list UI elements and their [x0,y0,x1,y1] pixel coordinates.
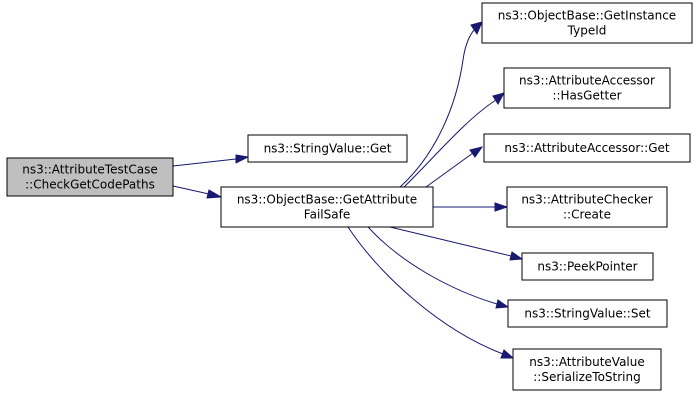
nodes-layer: ns3::AttributeTestCase::CheckGetCodePath… [6,2,693,391]
node-box [481,2,693,44]
node-box [503,67,671,109]
edge-get-attribute-fail-safe-to-serialize-to-string [347,226,515,359]
arrowhead [509,251,524,261]
node-label-line: TypeId [567,24,607,38]
arrowhead [206,189,223,199]
node-box [247,134,408,163]
node-label-line: ns3::ObjectBase::GetInstance [498,9,676,23]
arrowhead [500,349,515,359]
node-box [6,157,174,197]
node-serialize-to-string[interactable]: ns3::AttributeValue::SerializeToString [512,348,662,391]
node-box [521,252,654,281]
node-string-value-set[interactable]: ns3::StringValue::Set [507,299,668,328]
arrowhead [235,154,250,164]
node-label-line: ns3::AttributeTestCase [22,163,158,177]
node-label-line: ns3::AttributeValue [529,355,645,369]
node-label-line: ns3::PeekPointer [537,260,637,274]
node-label-line: ns3::ObjectBase::GetAttribute [237,193,417,207]
node-attribute-checker-create[interactable]: ns3::AttributeChecker::Create [506,186,668,228]
edges-layer [172,21,524,359]
edge-line [403,99,497,188]
node-peek-pointer[interactable]: ns3::PeekPointer [521,252,654,281]
edge-check-get-code-paths-to-get-attribute-fail-safe [172,185,223,199]
node-box [483,133,691,163]
arrowhead [495,299,510,309]
node-label-line: ::CheckGetCodePaths [25,178,155,192]
node-box [220,186,434,228]
node-label-line: ns3::StringValue::Get [264,142,392,156]
node-string-value-get[interactable]: ns3::StringValue::Get [247,134,408,163]
node-box [512,348,662,391]
node-label-line: ::SerializeToString [533,370,641,384]
edge-line [347,226,504,355]
node-check-get-code-paths[interactable]: ns3::AttributeTestCase::CheckGetCodePath… [6,157,174,197]
node-label-line: FailSafe [304,208,350,222]
edge-line [399,28,476,188]
arrowhead [470,21,483,36]
edge-get-attribute-fail-safe-to-attribute-accessor-get [425,146,484,188]
edge-get-attribute-fail-safe-to-has-getter [403,92,506,188]
edge-check-get-code-paths-to-string-value-get [172,154,250,167]
edge-line [425,152,474,188]
arrowhead [469,146,484,158]
edge-line [172,185,210,195]
node-label-line: ns3::AttributeAccessor::Get [504,141,669,155]
edge-line [367,226,498,305]
edge-get-attribute-fail-safe-to-get-instance-type-id [399,21,483,188]
edge-get-attribute-fail-safe-to-string-value-set [367,226,510,309]
node-label-line: ::Create [563,208,611,222]
node-has-getter[interactable]: ns3::AttributeAccessor::HasGetter [503,67,671,109]
arrowhead [492,92,506,105]
node-label-line: ns3::AttributeChecker [521,193,652,207]
edge-line [389,226,512,257]
edge-get-attribute-fail-safe-to-peek-pointer [389,226,524,261]
node-label-line: ns3::StringValue::Set [524,307,650,321]
arrowhead [494,202,509,212]
edge-get-attribute-fail-safe-to-attribute-checker-create [433,202,509,212]
node-box [507,299,668,328]
node-label-line: ::HasGetter [552,89,621,103]
node-label-line: ns3::AttributeAccessor [519,74,655,88]
node-attribute-accessor-get[interactable]: ns3::AttributeAccessor::Get [483,133,691,163]
node-box [506,186,668,228]
edge-line [172,158,237,167]
